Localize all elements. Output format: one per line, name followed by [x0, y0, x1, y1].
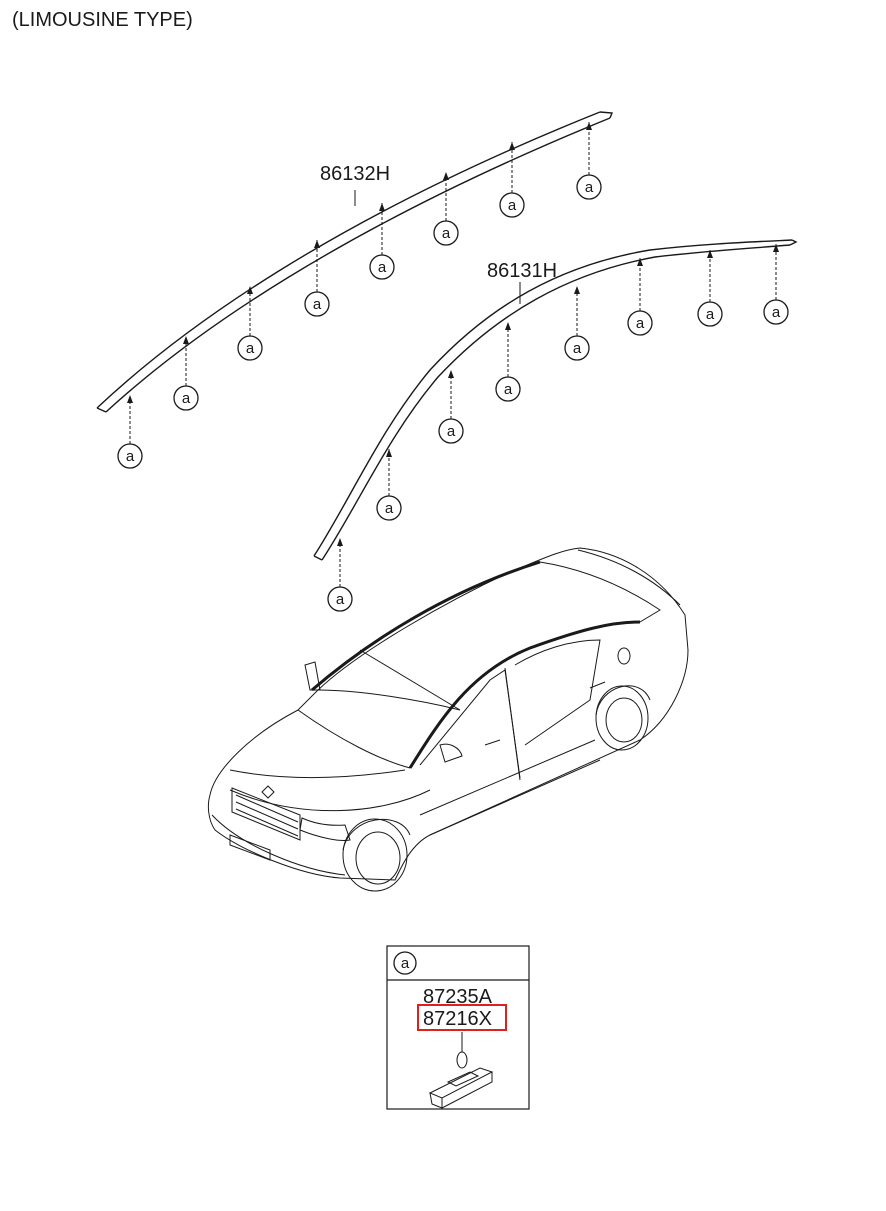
right-molding-label: 86131H [487, 260, 557, 282]
part-number-87235a[interactable]: 87235A [423, 986, 493, 1008]
clip-arrow-head [574, 286, 580, 294]
clip-arrow-head [707, 250, 713, 258]
legend-marker-circle [393, 951, 417, 975]
clip-callout-label: a [442, 225, 451, 242]
clip-callout-circle[interactable] [327, 586, 353, 612]
clip-callout-label: a [182, 390, 191, 407]
diagram-title: (LIMOUSINE TYPE) [12, 9, 193, 31]
clip-arrow-head [509, 142, 515, 150]
clip-callout-circle[interactable] [173, 385, 199, 411]
clip-arrow-head [379, 203, 385, 211]
clip-callout-label: a [585, 179, 594, 196]
clip-callout-circle[interactable] [499, 192, 525, 218]
left-molding-label: 86132H [320, 163, 390, 185]
clip-callout-circle[interactable] [237, 335, 263, 361]
right-roof-molding[interactable] [313, 239, 798, 561]
clip-arrow-head [337, 538, 343, 546]
car-illustration [207, 547, 689, 892]
clip-callout-circle[interactable] [117, 443, 143, 469]
clip-callout-circle[interactable] [438, 418, 464, 444]
clip-callout-circle[interactable] [304, 291, 330, 317]
clip-arrow-head [448, 370, 454, 378]
clip-arrow-head [127, 395, 133, 403]
clip-legend-box: a 87235A 87216X [386, 945, 530, 1110]
clip-arrow-head [505, 322, 511, 330]
clip-callout-label: a [336, 591, 345, 608]
clip-callout-circle[interactable] [627, 310, 653, 336]
clip-callout-label: a [313, 296, 322, 313]
clip-arrow-head [247, 286, 253, 294]
part-number-87216x[interactable]: 87216X [423, 1008, 492, 1030]
clip-arrow-head [183, 336, 189, 344]
clip-callouts: a a a a a a a a a a a a a a a a [117, 122, 789, 612]
clip-callout-circle[interactable] [564, 335, 590, 361]
clip-callout-circle[interactable] [763, 299, 789, 325]
clip-callout-label: a [447, 423, 456, 440]
clip-callout-label: a [246, 340, 255, 357]
clip-callout-label: a [706, 306, 715, 323]
clip-arrow-head [773, 244, 779, 252]
clip-callout-label: a [378, 259, 387, 276]
clip-part-drawing [428, 1032, 494, 1109]
clip-arrow-head [586, 122, 592, 130]
legend-marker: a [401, 955, 410, 972]
clip-callout-circle[interactable] [697, 301, 723, 327]
clip-callout-circle[interactable] [369, 254, 395, 280]
clip-callout-label: a [126, 448, 135, 465]
clip-callout-label: a [636, 315, 645, 332]
clip-callout-label: a [573, 340, 582, 357]
clip-callout-circle[interactable] [495, 376, 521, 402]
clip-callout-circle[interactable] [376, 495, 402, 521]
clip-arrow-head [443, 172, 449, 180]
clip-callout-label: a [508, 197, 517, 214]
clip-arrow-head [386, 449, 392, 457]
part-highlight-box [417, 1004, 507, 1031]
clip-callout-label: a [385, 500, 394, 517]
clip-callout-label: a [772, 304, 781, 321]
left-roof-molding[interactable] [96, 111, 614, 413]
clip-callout-label: a [504, 381, 513, 398]
clip-arrow-head [637, 258, 643, 266]
clip-callout-circle[interactable] [433, 220, 459, 246]
clip-callout-circle[interactable] [576, 174, 602, 200]
clip-arrow-head [314, 240, 320, 248]
